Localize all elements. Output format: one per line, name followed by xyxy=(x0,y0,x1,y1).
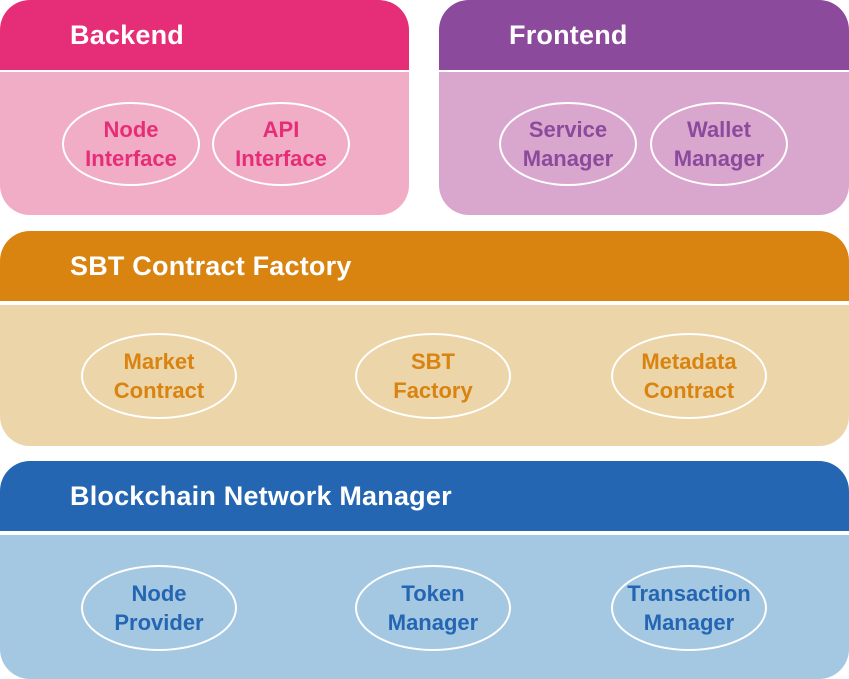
node-provider-component: Node Provider xyxy=(81,565,237,651)
component-label-line1: SBT xyxy=(411,349,455,374)
component-label-line2: Interface xyxy=(85,146,177,171)
component-label-line2: Provider xyxy=(114,610,204,635)
market-contract-component: Market Contract xyxy=(81,333,237,419)
sbt-contract-factory-title: SBT Contract Factory xyxy=(0,231,849,301)
blockchain-network-manager-title: Blockchain Network Manager xyxy=(0,461,849,531)
service-manager-component: Service Manager xyxy=(499,102,637,186)
backend-title: Backend xyxy=(0,0,409,70)
frontend-block: Frontend Service Manager Wallet Manager xyxy=(439,0,849,215)
component-label-line2: Interface xyxy=(235,146,327,171)
component-label-line1: Token xyxy=(401,581,465,606)
component-label-line1: Transaction xyxy=(627,581,751,606)
transaction-manager-component: Transaction Manager xyxy=(611,565,767,651)
component-label-line1: Node xyxy=(131,581,187,606)
frontend-title: Frontend xyxy=(439,0,849,70)
backend-body: Node Interface API Interface xyxy=(0,72,409,215)
blockchain-network-manager-body: Node Provider Token Manager Transaction … xyxy=(0,535,849,679)
component-label-line2: Manager xyxy=(522,146,614,171)
token-manager-component: Token Manager xyxy=(355,565,511,651)
component-label-line2: Manager xyxy=(673,146,765,171)
wallet-manager-component: Wallet Manager xyxy=(650,102,788,186)
node-interface-component: Node Interface xyxy=(62,102,200,186)
component-label-line2: Manager xyxy=(387,610,479,635)
component-label-line1: Wallet xyxy=(687,117,751,142)
component-label-line2: Manager xyxy=(643,610,735,635)
component-label-line2: Factory xyxy=(393,378,473,403)
component-label-line2: Contract xyxy=(643,378,735,403)
blockchain-network-manager-block: Blockchain Network Manager Node Provider… xyxy=(0,461,849,679)
metadata-contract-component: Metadata Contract xyxy=(611,333,767,419)
component-label-line1: Node xyxy=(103,117,159,142)
component-label-line1: API xyxy=(262,117,300,142)
sbt-factory-component: SBT Factory xyxy=(355,333,511,419)
sbt-contract-factory-block: SBT Contract Factory Market Contract SBT… xyxy=(0,231,849,446)
component-label-line1: Service xyxy=(528,117,608,142)
component-label-line1: Market xyxy=(123,349,195,374)
component-label-line1: Metadata xyxy=(641,349,737,374)
frontend-body: Service Manager Wallet Manager xyxy=(439,72,849,215)
api-interface-component: API Interface xyxy=(212,102,350,186)
component-label-line2: Contract xyxy=(113,378,205,403)
sbt-contract-factory-body: Market Contract SBT Factory Metadata Con… xyxy=(0,305,849,446)
backend-block: Backend Node Interface API Interface xyxy=(0,0,409,215)
